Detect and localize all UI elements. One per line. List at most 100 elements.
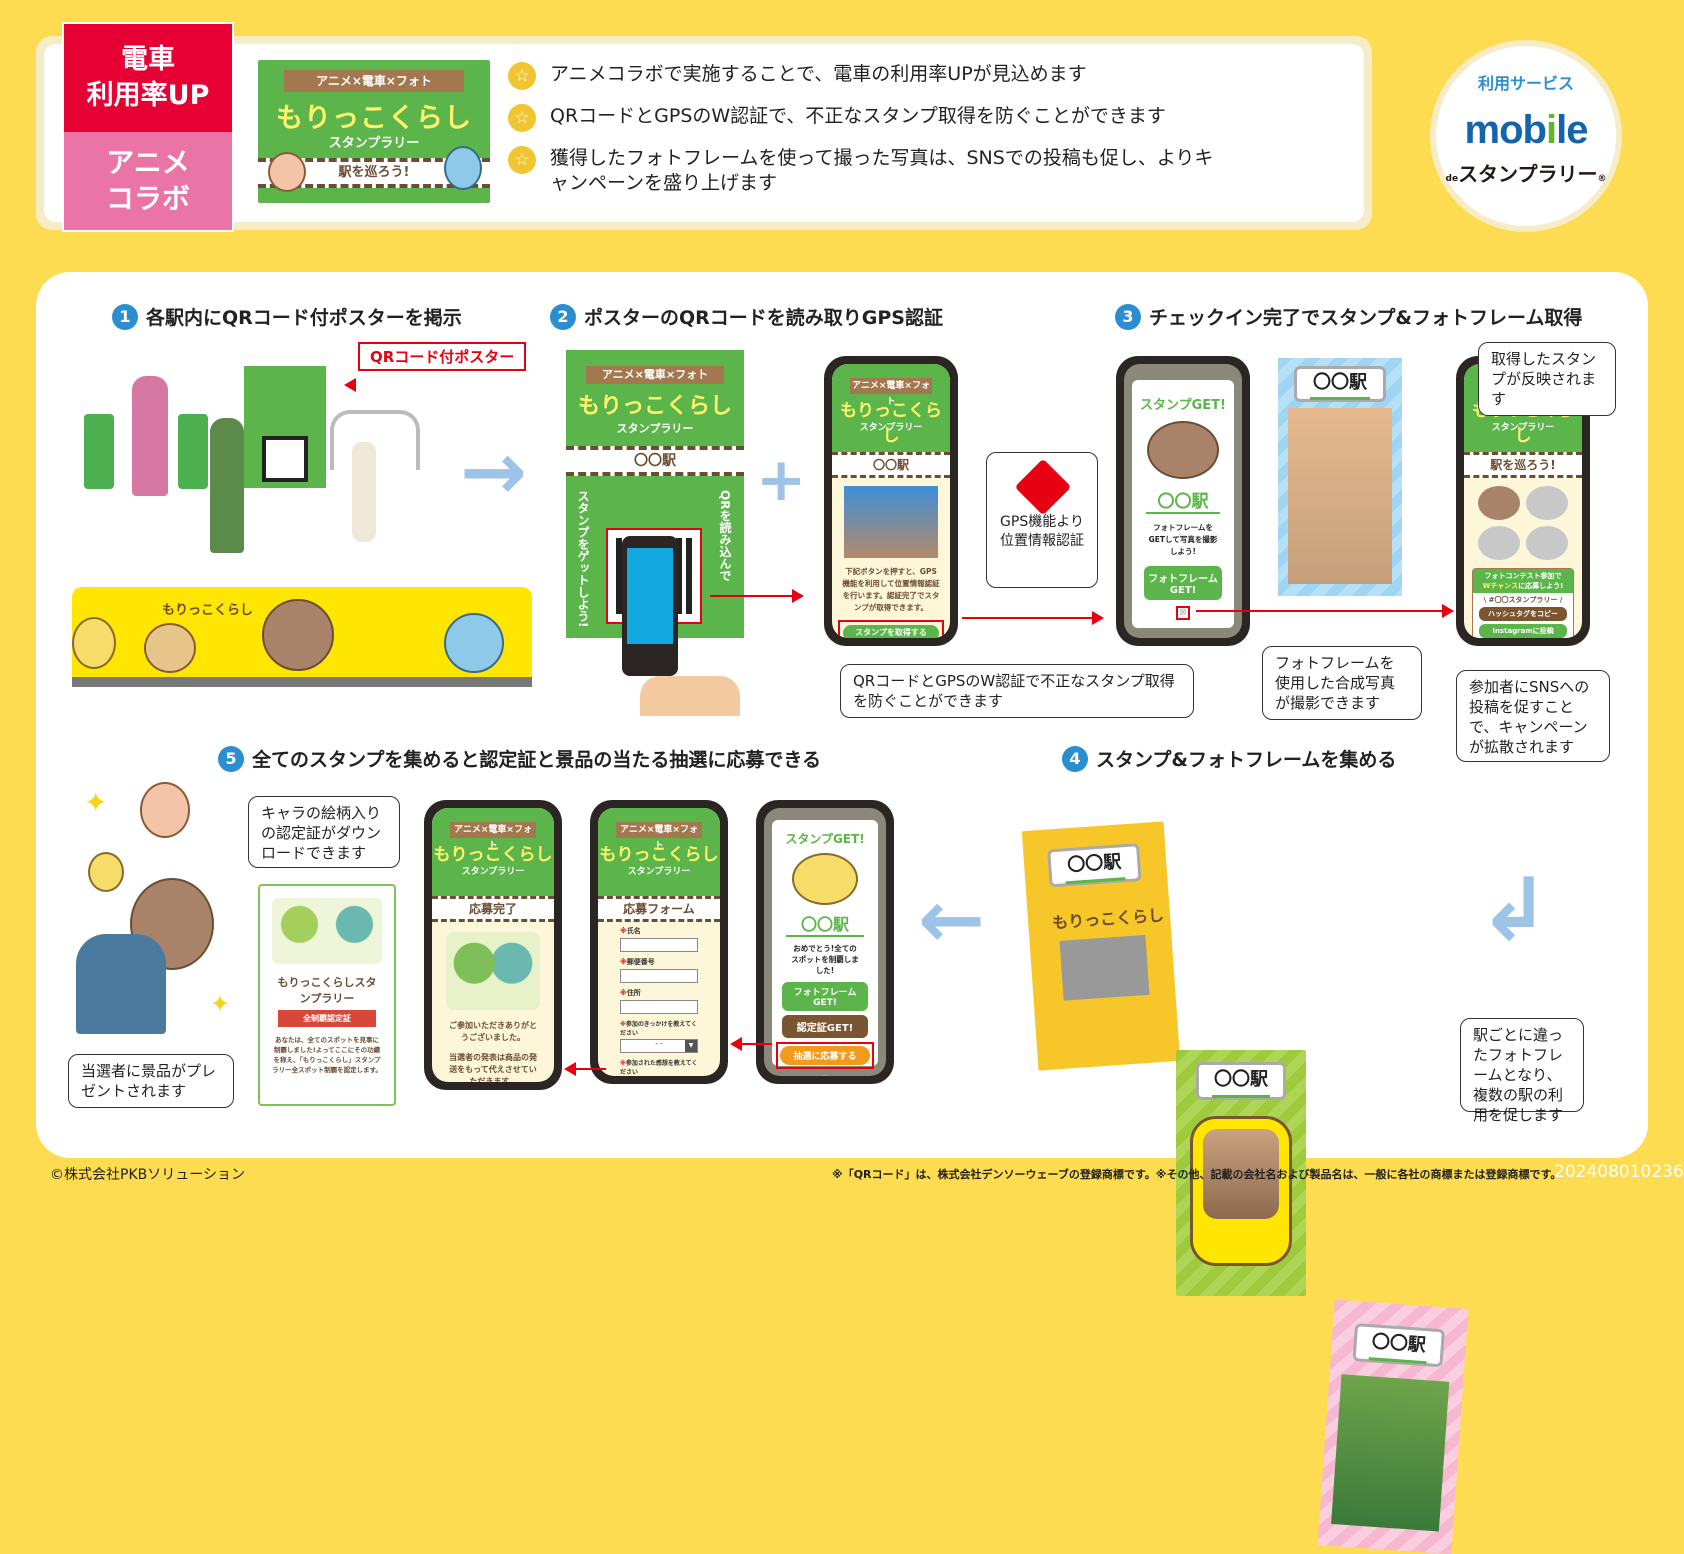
close-icon[interactable]: ⊗ <box>1176 606 1190 620</box>
benefit-item: ☆ アニメコラボで実施することで、電車の利用率UPが見込めます <box>508 62 1268 90</box>
flow-line <box>576 1068 606 1070</box>
hamster-character-icon <box>268 152 306 192</box>
star-icon: ☆ <box>508 104 536 132</box>
qr-code-icon <box>262 436 308 482</box>
cat-character-icon <box>444 613 504 673</box>
prize-callout: 当選者に景品がプレゼントされます <box>68 1054 234 1108</box>
sparkle-icon: ✦ <box>210 990 231 1018</box>
step-3-heading: 3 チェックイン完了でスタンプ&フォトフレーム取得 <box>1115 303 1582 330</box>
station-photo <box>844 486 938 558</box>
station-strip: 〇〇駅 <box>832 452 950 478</box>
close-icon[interactable]: ⊗ <box>772 1073 878 1076</box>
forest-illustration <box>272 898 382 964</box>
brand-wordmark: mobile <box>1464 108 1589 152</box>
stamp-reflected-callout: 取得したスタンプが反映されます <box>1478 342 1616 416</box>
step-4-heading: 4 スタンプ&フォトフレームを集める <box>1062 745 1396 772</box>
man-figure-icon <box>210 418 244 553</box>
step-1-heading: 1 各駅内にQRコード付ポスターを掲示 <box>112 303 462 330</box>
flow-line <box>710 595 794 597</box>
dropdown-arrow-icon: ▼ <box>685 1040 697 1052</box>
photo-frame-get-button[interactable]: フォトフレームGET! <box>782 982 868 1011</box>
trademark-notice: ※「QRコード」は、株式会社デンソーウェーブの登録商標です。※その他、記載の会社… <box>832 1168 1562 1181</box>
woman-figure-icon <box>132 376 168 496</box>
document-id: 202408010236 <box>1554 1162 1684 1182</box>
empty-stamp-icon <box>1478 526 1520 560</box>
photo-frame-preview: 〇〇駅 <box>1278 358 1402 596</box>
ticket-gate-icon <box>178 414 208 489</box>
name-field[interactable] <box>620 938 698 952</box>
copy-hashtag-button[interactable]: ハッシュタグをコピー <box>1479 607 1567 621</box>
flow-line <box>1196 610 1444 612</box>
flow-arrow-return-icon: ↲ <box>1478 860 1551 960</box>
gps-callout: GPS機能より位置情報認証 <box>986 452 1098 588</box>
wrapped-train: もりっこくらし <box>72 587 532 677</box>
person-holding-prize-icon <box>76 934 166 1034</box>
banner-title: もりっこくらし <box>276 103 472 134</box>
phone-complete-modal: スタンプGET! 〇〇駅 おめでとう!全てのスポットを制覇しました! フォトフレ… <box>756 800 894 1084</box>
banner-subtitle: スタンプラリー <box>328 136 420 151</box>
qr-poster-label: QRコード付ポスター <box>358 342 527 371</box>
smartphone-scanning-icon <box>622 536 678 676</box>
photo-frame-pink: 〇〇駅 <box>1317 1299 1469 1554</box>
application-form: ※氏名 ※郵便番号 ※住所 ※参加のきっかけを教えてください - -▼ ※参加さ… <box>598 922 720 1076</box>
fox-character-icon <box>72 617 116 669</box>
sparkle-icon: ✦ <box>84 786 108 819</box>
train-window-frame <box>1190 1116 1292 1266</box>
step-5-heading: 5 全てのスタンプを集めると認定証と景品の当たる抽選に応募できる <box>218 745 821 772</box>
badge-train-usage: 電車 利用率UP <box>62 22 234 132</box>
benefit-item: ☆ QRコードとGPSのW認証で、不正なスタンプ取得を防ぐことができます <box>508 104 1268 132</box>
bear-character-icon <box>262 599 334 671</box>
apply-lottery-button[interactable]: 抽選に応募する <box>780 1046 870 1065</box>
photo-composite-callout: フォトフレームを使用した合成写真が撮影できます <box>1262 646 1422 720</box>
fence-icon <box>330 410 420 470</box>
qr-poster-small <box>244 366 326 488</box>
certificate-ribbon: 全制覇認定証 <box>278 1010 376 1027</box>
flow-line <box>742 1043 772 1045</box>
reason-select[interactable]: - -▼ <box>620 1039 698 1053</box>
hamster-character-icon <box>140 782 190 838</box>
certificate-title: もりっこくらしスタンプラリー <box>277 976 377 1005</box>
certificate-callout: キャラの絵柄入りの認定証がダウンロードできます <box>248 796 400 868</box>
banner-ribbon: アニメ×電車×フォト <box>284 70 464 92</box>
qr-gps-auth-callout: QRコードとGPSのW認証で不正なスタンプ取得を防ぐことができます <box>840 664 1194 718</box>
photo-frame-yellow: 〇〇駅 もりっこくらし <box>1021 821 1181 1071</box>
category-badge: 電車 利用率UP アニメ コラボ <box>62 22 234 232</box>
flow-arrow-left-icon: ← <box>918 873 986 966</box>
certificate-preview: もりっこくらしスタンプラリー 全制覇認定証 あなたは、全てのスポットを見事に制覇… <box>258 884 396 1106</box>
photo-frame-get-button[interactable]: フォトフレームGET! <box>1144 566 1222 600</box>
star-icon: ☆ <box>508 146 536 174</box>
fox-stamp-icon <box>792 853 858 905</box>
empty-stamp-icon <box>1526 526 1568 560</box>
mobile-stamp-rally-logo: 利用サービス mobile deスタンプラリー® <box>1430 40 1622 232</box>
sns-spread-callout: 参加者にSNSへの投稿を促すことで、キャンペーンが拡散されます <box>1456 670 1610 762</box>
badge-anime-collab: アニメ コラボ <box>62 132 234 232</box>
brand-subtitle: deスタンプラリー® <box>1445 162 1607 186</box>
benefit-list: ☆ アニメコラボで実施することで、電車の利用率UPが見込めます ☆ QRコードと… <box>508 62 1268 210</box>
fox-character-icon <box>88 852 124 892</box>
phone-i-icon: i <box>1545 108 1557 152</box>
postal-code-field[interactable] <box>620 969 698 983</box>
get-stamp-button[interactable]: スタンプを取得する <box>843 625 939 638</box>
plus-icon: + <box>756 445 807 515</box>
hand-icon <box>640 676 740 716</box>
step-number-badge: 2 <box>550 303 576 330</box>
certificate-get-button[interactable]: 認定証GET! <box>782 1015 868 1038</box>
arrow-left-icon <box>564 1062 576 1076</box>
train-title: もりっこくらし <box>162 603 254 618</box>
students-photo <box>1059 934 1150 1001</box>
step-number-badge: 3 <box>1115 303 1141 330</box>
step-number-badge: 4 <box>1062 745 1088 772</box>
phone-application-form: アニメ×電車×フォトもりっこくらしスタンプラリー 応募フォーム ※氏名 ※郵便番… <box>590 800 728 1084</box>
step-number-badge: 1 <box>112 303 138 330</box>
multi-station-callout: 駅ごとに違ったフォトフレームとなり、複数の駅の利用を促します <box>1460 1018 1584 1124</box>
stamp-grid <box>1464 478 1582 568</box>
flow-arrow-right-icon: → <box>460 425 528 518</box>
arrow-right-icon <box>1092 611 1104 625</box>
arrow-left-icon <box>730 1037 742 1051</box>
address-field[interactable] <box>620 1000 698 1014</box>
step-2-heading: 2 ポスターのQRコードを読み取りGPS認証 <box>550 303 943 330</box>
arrow-right-icon <box>792 589 804 603</box>
woman-photo <box>1331 1374 1450 1532</box>
instagram-post-button[interactable]: Instagramに投稿 <box>1479 624 1567 638</box>
